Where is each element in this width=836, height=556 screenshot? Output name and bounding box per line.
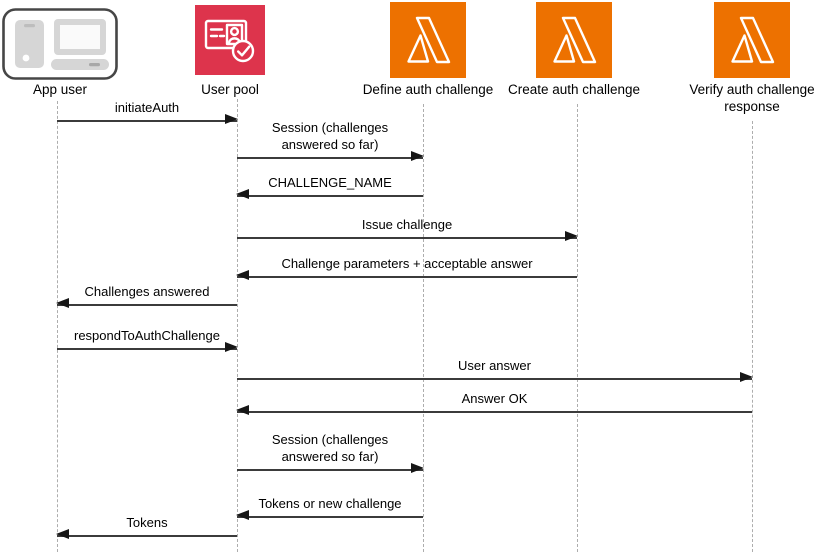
arrow-line	[236, 189, 423, 199]
arrow-line	[237, 151, 424, 161]
message-label: User answer	[458, 358, 531, 373]
arrow-head	[740, 372, 753, 382]
message-label: Answer OK	[461, 391, 528, 406]
arrow-head	[56, 529, 69, 539]
message-label: Issue challenge	[361, 217, 453, 232]
arrow-line	[237, 231, 578, 241]
lifeline-create-auth-challenge	[577, 104, 578, 552]
arrow-head	[236, 510, 249, 520]
arrow-line	[236, 405, 752, 415]
arrow-head	[225, 342, 238, 352]
arrow-head	[236, 189, 249, 199]
message-label: CHALLENGE_NAME	[268, 175, 392, 190]
devices-icon	[2, 8, 118, 80]
arrow-head	[236, 405, 249, 415]
lambda-icon	[714, 2, 790, 78]
arrow-line	[236, 510, 423, 520]
arrow-head	[56, 298, 69, 308]
message-label: Tokens	[126, 515, 168, 530]
arrow-line	[56, 298, 237, 308]
actor-label-define-auth-challenge: Define auth challenge	[362, 82, 494, 97]
arrow-line	[57, 114, 238, 124]
message-label: Challenge parameters + acceptable answer	[281, 256, 533, 271]
message-label: Tokens or new challenge	[258, 496, 402, 511]
lifeline-verify-auth-challenge-response	[752, 121, 753, 552]
arrow-head	[225, 114, 238, 124]
message-label: Challenges answered	[84, 284, 210, 299]
cognito-user-pool-icon	[195, 5, 265, 75]
lifeline-app-user	[57, 101, 58, 552]
message-label: initiateAuth	[114, 100, 180, 115]
lifeline-define-auth-challenge	[423, 104, 424, 552]
arrow-head	[411, 151, 424, 161]
arrow-line	[237, 372, 753, 382]
arrow-line	[56, 529, 237, 539]
message-label: respondToAuthChallenge	[74, 328, 220, 343]
arrow-head	[411, 463, 424, 473]
message-label: Session (challenges answered so far)	[271, 120, 389, 152]
lifeline-user-pool	[237, 99, 238, 552]
actor-label-verify-auth-challenge-response: Verify auth challenge response	[689, 82, 815, 114]
message-label: Session (challenges answered so far)	[271, 432, 389, 464]
arrow-head	[236, 270, 249, 280]
actor-label-app-user: App user	[32, 82, 88, 97]
lambda-icon	[390, 2, 466, 78]
arrow-line	[237, 463, 424, 473]
arrow-head	[565, 231, 578, 241]
actor-label-user-pool: User pool	[201, 82, 259, 97]
arrow-line	[57, 342, 238, 352]
actor-label-create-auth-challenge: Create auth challenge	[507, 82, 641, 97]
lambda-icon	[536, 2, 612, 78]
arrow-line	[236, 270, 577, 280]
